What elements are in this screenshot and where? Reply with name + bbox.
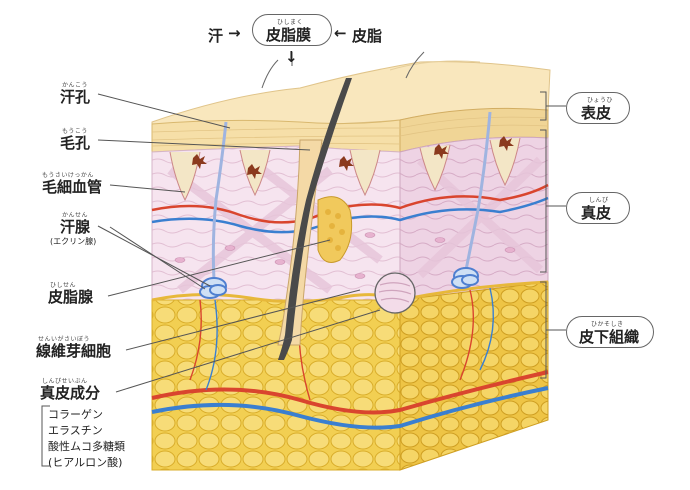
layer-subcutaneous-pill: ひかそしき 皮下組織 bbox=[566, 316, 654, 348]
ruby-subcutaneous: ひかそしき bbox=[591, 321, 624, 328]
components-bracket bbox=[41, 405, 50, 467]
label-dermis: 真皮 bbox=[581, 204, 612, 222]
layer-epidermis-pill: ひょうひ 表皮 bbox=[566, 92, 630, 124]
magnifier-circle bbox=[374, 272, 416, 314]
fat-side bbox=[399, 281, 549, 471]
label-sebum: 皮脂 bbox=[352, 27, 383, 45]
fat-front bbox=[151, 299, 401, 471]
label-sweat-gland: 汗腺 bbox=[60, 218, 91, 236]
ruby-fibroblast: せんいがさいぼう bbox=[38, 336, 91, 343]
ruby-dermis: しんぴ bbox=[589, 197, 609, 204]
label-eccrine: (エクリン腺) bbox=[50, 237, 97, 246]
ruby-sweat-pore: かんこう bbox=[62, 82, 89, 89]
artery bbox=[151, 183, 549, 224]
hair-shaft bbox=[278, 78, 352, 360]
component-hyaluronic: (ヒアルロン酸) bbox=[48, 456, 123, 469]
component-collagen: コラーゲン bbox=[48, 408, 103, 421]
arrow-down-icon: ↓ bbox=[285, 48, 298, 66]
membrane-ruby: ひしまく bbox=[277, 19, 304, 26]
ruby-sebaceous-gland: ひしせん bbox=[50, 282, 77, 289]
layer-dermis-pill: しんぴ 真皮 bbox=[566, 192, 630, 224]
label-sweat: 汗 bbox=[208, 27, 224, 45]
component-elastin: エラスチン bbox=[48, 424, 103, 437]
ruby-epidermis: ひょうひ bbox=[587, 97, 614, 104]
component-mucopolysaccharide: 酸性ムコ多糖類 bbox=[48, 440, 125, 453]
label-subcutaneous: 皮下組織 bbox=[579, 328, 640, 346]
membrane-pill: ひしまく 皮脂膜 bbox=[252, 14, 332, 46]
label-fibroblast: 線維芽細胞 bbox=[36, 342, 112, 360]
label-sweat-pore: 汗孔 bbox=[60, 88, 91, 106]
label-capillary: 毛細血管 bbox=[42, 178, 103, 196]
vein bbox=[151, 196, 549, 234]
label-dermal-components: 真皮成分 bbox=[40, 384, 101, 402]
ruby-hair-pore: もうこう bbox=[62, 128, 88, 135]
sweat-duct bbox=[211, 121, 228, 281]
ruby-capillary: もうさいけっかん bbox=[42, 172, 94, 179]
label-sebum-membrane: 皮脂膜 bbox=[266, 26, 312, 44]
ruby-dermal-components: しんぴせいぶん bbox=[42, 378, 88, 385]
label-epidermis: 表皮 bbox=[581, 104, 612, 122]
arrow-left-icon: ← bbox=[334, 24, 347, 42]
label-hair-pore: 毛孔 bbox=[60, 134, 91, 152]
label-sebaceous-gland: 皮脂腺 bbox=[48, 288, 94, 306]
arrow-right-icon: → bbox=[228, 24, 241, 42]
ruby-sweat-gland: かんせん bbox=[62, 212, 89, 219]
